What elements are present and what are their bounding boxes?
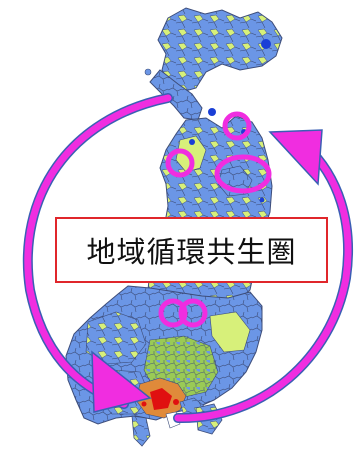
hokkaido-region (157, 7, 283, 93)
highlight-circle-north (222, 111, 252, 141)
circulation-arrowhead-left (91, 350, 152, 413)
highlight-circle-west (165, 148, 195, 178)
highlight-circle-south-2 (178, 298, 208, 328)
highlight-circle-south-1 (158, 298, 188, 328)
highlight-ellipse-east (214, 154, 272, 194)
circulation-arrowhead-right (268, 129, 323, 186)
label-text: 地域循環共生圏 (86, 235, 297, 269)
regional-circular-symbiosis-label-box: 地域循環共生圏 (55, 217, 328, 283)
